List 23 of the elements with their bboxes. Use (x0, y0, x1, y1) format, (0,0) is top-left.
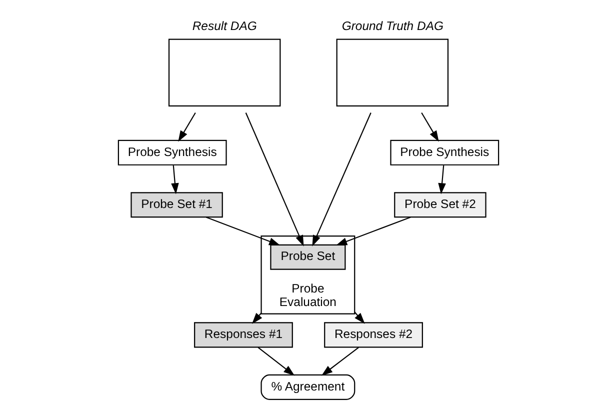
arrow (244, 112, 304, 246)
node-box: Responses #1 (194, 322, 292, 348)
arrow (312, 112, 371, 246)
node-box: Probe Synthesis (117, 140, 226, 166)
node-box: Responses #2 (324, 322, 422, 348)
arrow (206, 216, 280, 246)
arrow (170, 165, 178, 194)
arrow (320, 346, 358, 376)
arrow (354, 312, 364, 324)
arrow (178, 112, 196, 142)
arrow (438, 165, 446, 194)
node-box (336, 38, 448, 107)
node-box: Probe Set #1 (130, 192, 222, 218)
node-box: Probe Set (270, 244, 346, 270)
node-box (168, 38, 280, 107)
node-label: Ground Truth DAG (341, 19, 443, 34)
arrow (420, 112, 438, 142)
node-box: Probe Synthesis (390, 140, 499, 166)
node-box: % Agreement (260, 374, 355, 400)
arrow (335, 216, 410, 246)
node-label: Result DAG (192, 19, 256, 34)
node-box: Probe Set #2 (394, 192, 486, 218)
arrow (257, 346, 294, 376)
